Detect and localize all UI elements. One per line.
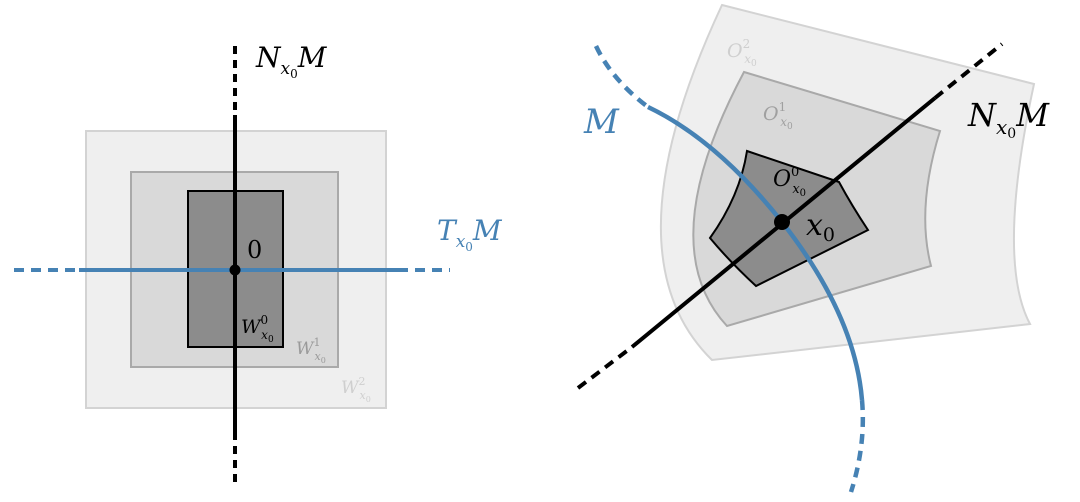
origin-point <box>229 264 241 276</box>
origin-label: 0 <box>247 236 262 264</box>
manifold-label: M <box>583 102 620 142</box>
point-label-x0: x0 <box>806 208 835 246</box>
normal-space-label-right: Nx0M <box>967 96 1050 142</box>
normal-space-line-dashed-upper <box>933 42 1004 100</box>
tangent-space-label: Tx0M <box>437 214 503 254</box>
base-point-x0 <box>774 214 790 230</box>
manifold-curve-dashed-upper <box>593 45 650 109</box>
normal-space-label-left: Nx0M <box>255 41 328 81</box>
normal-space-line-dashed-lower <box>576 345 634 390</box>
manifold-curve-dashed-lower <box>848 399 866 493</box>
